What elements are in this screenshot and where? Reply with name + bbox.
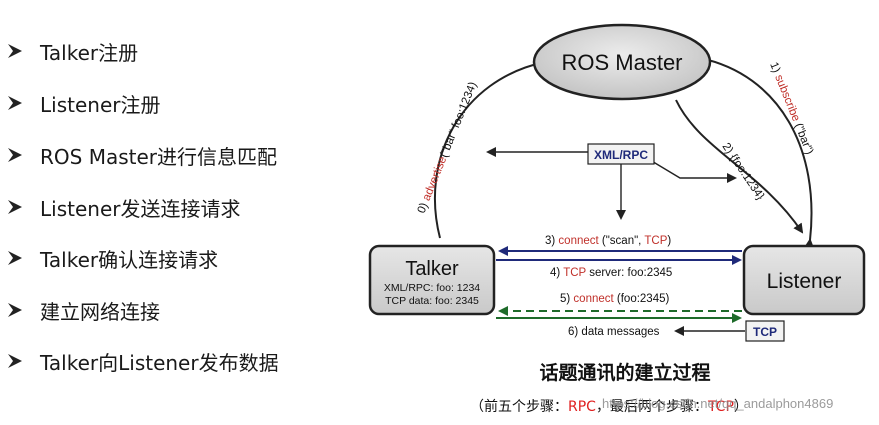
talker-xmlrpc-line: XML/RPC: foo: 1234 xyxy=(384,282,480,294)
advertise-arrow xyxy=(433,58,547,239)
step-list: Talker注册 Listener注册 ROS Master进行信息匹配 Lis… xyxy=(0,0,340,425)
step-item: Listener注册 xyxy=(6,88,160,118)
listener-node xyxy=(742,244,866,316)
subcaption-mid: ，最后两个步骤： xyxy=(595,399,708,415)
connect-scan-mid: ("scan", xyxy=(599,235,645,247)
talker-node xyxy=(368,244,496,316)
step-label: Listener注册 xyxy=(40,92,161,117)
step-label: Talker注册 xyxy=(40,40,139,65)
listener-label: Listener xyxy=(767,270,842,293)
connect-scan-proto: TCP xyxy=(644,235,667,247)
arrowhead-bullet-icon xyxy=(8,354,22,368)
subscribe-verb: subscribe xyxy=(772,73,802,123)
ros-topic-diagram: XML/RPC ROS Master Talker XML/RPC: foo: … xyxy=(340,0,879,425)
advertise-rest: ("bar" foo:1234) xyxy=(438,80,479,159)
arrowhead-bullet-icon xyxy=(8,148,22,162)
connect-scan-label: 3) connect ("scan", TCP) xyxy=(545,235,671,247)
arrowhead-bullet-icon xyxy=(8,251,22,265)
diagram-subcaption: （前五个步骤：RPC，最后两个步骤：TCP） xyxy=(470,396,748,416)
arrowhead-bullet-icon xyxy=(8,303,22,317)
advertise-label: 0) advertise("bar" foo:1234) xyxy=(416,80,480,215)
step-label: Listener发送连接请求 xyxy=(40,196,241,221)
talker-title: Talker xyxy=(405,258,459,280)
connect-foo-num: 5) xyxy=(560,293,573,305)
diagram-canvas: XML/RPC ROS Master Talker XML/RPC: foo: … xyxy=(368,23,866,342)
xmlrpc-box xyxy=(587,143,655,165)
step-item: Talker确认连接请求 xyxy=(6,243,218,273)
tcp-box xyxy=(745,320,785,342)
subscribe-arrow xyxy=(699,57,815,249)
tcp-server-rest: server: foo:2345 xyxy=(586,267,672,279)
talker-tcp-line: TCP data: foo: 2345 xyxy=(385,295,479,307)
tcp-server-label: 4) TCP server: foo:2345 xyxy=(550,267,672,279)
subcaption-tcp: TCP xyxy=(707,399,734,415)
subcaption-open: （前五个步骤： xyxy=(470,399,568,415)
step-item: Talker注册 xyxy=(6,36,138,66)
subscribe-label: 1) subscribe ("bar") xyxy=(767,61,815,157)
connect-foo-verb: connect xyxy=(573,293,614,305)
advertise-num: 0) xyxy=(416,198,432,215)
connect-foo-label: 5) connect (foo:2345) xyxy=(560,293,669,305)
data-messages-label: 6) data messages xyxy=(568,326,660,338)
ros-master-label: ROS Master xyxy=(561,50,682,75)
arrowhead-bullet-icon xyxy=(8,44,22,58)
connect-foo-rest: (foo:2345) xyxy=(614,293,670,305)
xmlrpc-label: XML/RPC xyxy=(594,148,648,162)
tcp-box-label: TCP xyxy=(753,325,777,339)
step-item: ROS Master进行信息匹配 xyxy=(6,140,277,170)
tcp-server-num: 4) xyxy=(550,267,563,279)
step-label: Talker确认连接请求 xyxy=(40,247,219,272)
match-arrow xyxy=(675,99,804,234)
match-label: 2) {foo:1234} xyxy=(720,141,767,202)
subcaption-close: ） xyxy=(733,399,748,415)
tcp-server-proto: TCP xyxy=(563,267,586,279)
step-label: 建立网络连接 xyxy=(40,299,160,324)
step-label: ROS Master进行信息匹配 xyxy=(40,144,277,169)
xmlrpc-right-arrow xyxy=(649,159,737,183)
step-item: Talker向Listener发布数据 xyxy=(6,346,279,376)
subscribe-num: 1) xyxy=(767,61,783,78)
watermark-text: https://blog.csdn.net/qq_andalphon4869 xyxy=(602,396,834,411)
subcaption-rpc: RPC xyxy=(568,399,596,415)
step-item: 建立网络连接 xyxy=(6,295,160,325)
arrowhead-bullet-icon xyxy=(8,200,22,214)
subscribe-rest: ("bar") xyxy=(791,119,816,157)
connect-scan-verb: connect xyxy=(558,235,599,247)
arrowhead-bullet-icon xyxy=(8,96,22,110)
step-label: Talker向Listener发布数据 xyxy=(40,350,279,375)
connect-scan-end: ) xyxy=(667,235,671,247)
ros-master-node xyxy=(532,23,712,101)
diagram-caption: 话题通讯的建立过程 xyxy=(539,362,711,384)
connect-scan-num: 3) xyxy=(545,235,558,247)
step-item: Listener发送连接请求 xyxy=(6,192,240,222)
